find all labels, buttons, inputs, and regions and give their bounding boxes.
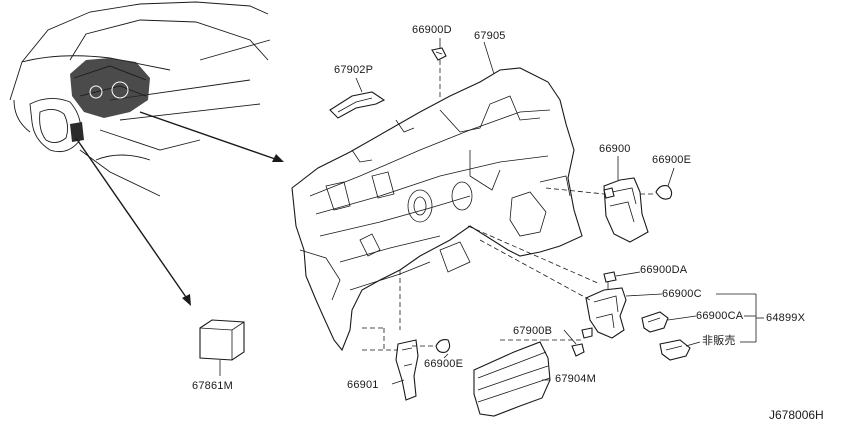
label-66901: 66901 [347, 379, 379, 391]
label-66900da: 66900DA [640, 264, 688, 276]
label-64899x: 64899X [766, 312, 806, 324]
dash-insulator-67905 [291, 67, 583, 352]
label-not-for-sale: 非販売 [702, 335, 736, 347]
label-66900c: 66900C [662, 288, 702, 300]
bracket-66900c [581, 287, 627, 339]
label-66900: 66900 [599, 143, 631, 155]
label-67900b: 67900B [513, 325, 553, 337]
module-67861m [199, 319, 245, 361]
car-overview [9, 1, 271, 197]
bracket-not-for-sale [659, 339, 691, 361]
insulator-66900 [603, 177, 649, 243]
label-67902p: 67902P [334, 64, 374, 76]
insulator-66901 [395, 339, 419, 401]
label-67905: 67905 [474, 30, 506, 42]
pad-67902p [329, 91, 386, 119]
label-66900e-bottom: 66900E [424, 358, 464, 370]
pointer-arrows [75, 111, 284, 306]
assembly-lines [362, 60, 656, 351]
label-66900d: 66900D [412, 24, 452, 36]
clip-67900b [571, 343, 585, 357]
clip-66900e-top [655, 185, 673, 200]
bracket-66900ca [641, 311, 669, 333]
leader-lines [219, 38, 764, 385]
diagram-reference: J678006H [769, 408, 824, 422]
clip-66900e-bottom [435, 339, 451, 353]
pad-67904m [473, 341, 551, 417]
label-67904m: 67904M [555, 373, 596, 385]
label-67861m: 67861M [192, 380, 233, 392]
label-66900e-top: 66900E [652, 154, 692, 166]
label-66900ca: 66900CA [696, 310, 744, 322]
clip-66900d [431, 47, 447, 61]
